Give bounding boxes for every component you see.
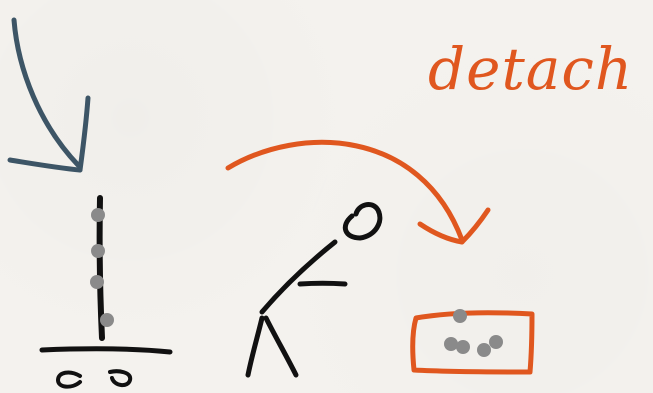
- curved-arrow-icon: [228, 142, 488, 242]
- marble: [91, 208, 105, 222]
- figure-leg-right: [266, 318, 296, 375]
- down-arrow-icon: [10, 20, 88, 170]
- marble: [456, 340, 470, 354]
- marble: [91, 244, 105, 258]
- marble: [100, 313, 114, 327]
- figure-arm: [300, 283, 345, 284]
- detach-label: detach: [428, 40, 633, 98]
- marble: [477, 343, 491, 357]
- wheel-icons: [58, 371, 130, 386]
- marble: [453, 309, 467, 323]
- marble: [90, 275, 104, 289]
- marble: [444, 337, 458, 351]
- figure-head: [345, 204, 380, 238]
- tray-icon: [413, 309, 532, 372]
- figure-leg-left: [248, 318, 262, 375]
- tray-outline: [413, 313, 532, 372]
- figure-body: [262, 242, 335, 312]
- marble: [489, 335, 503, 349]
- stick-figure-icon: [248, 204, 380, 375]
- rail-base: [42, 349, 170, 352]
- marble-rail: [42, 198, 170, 387]
